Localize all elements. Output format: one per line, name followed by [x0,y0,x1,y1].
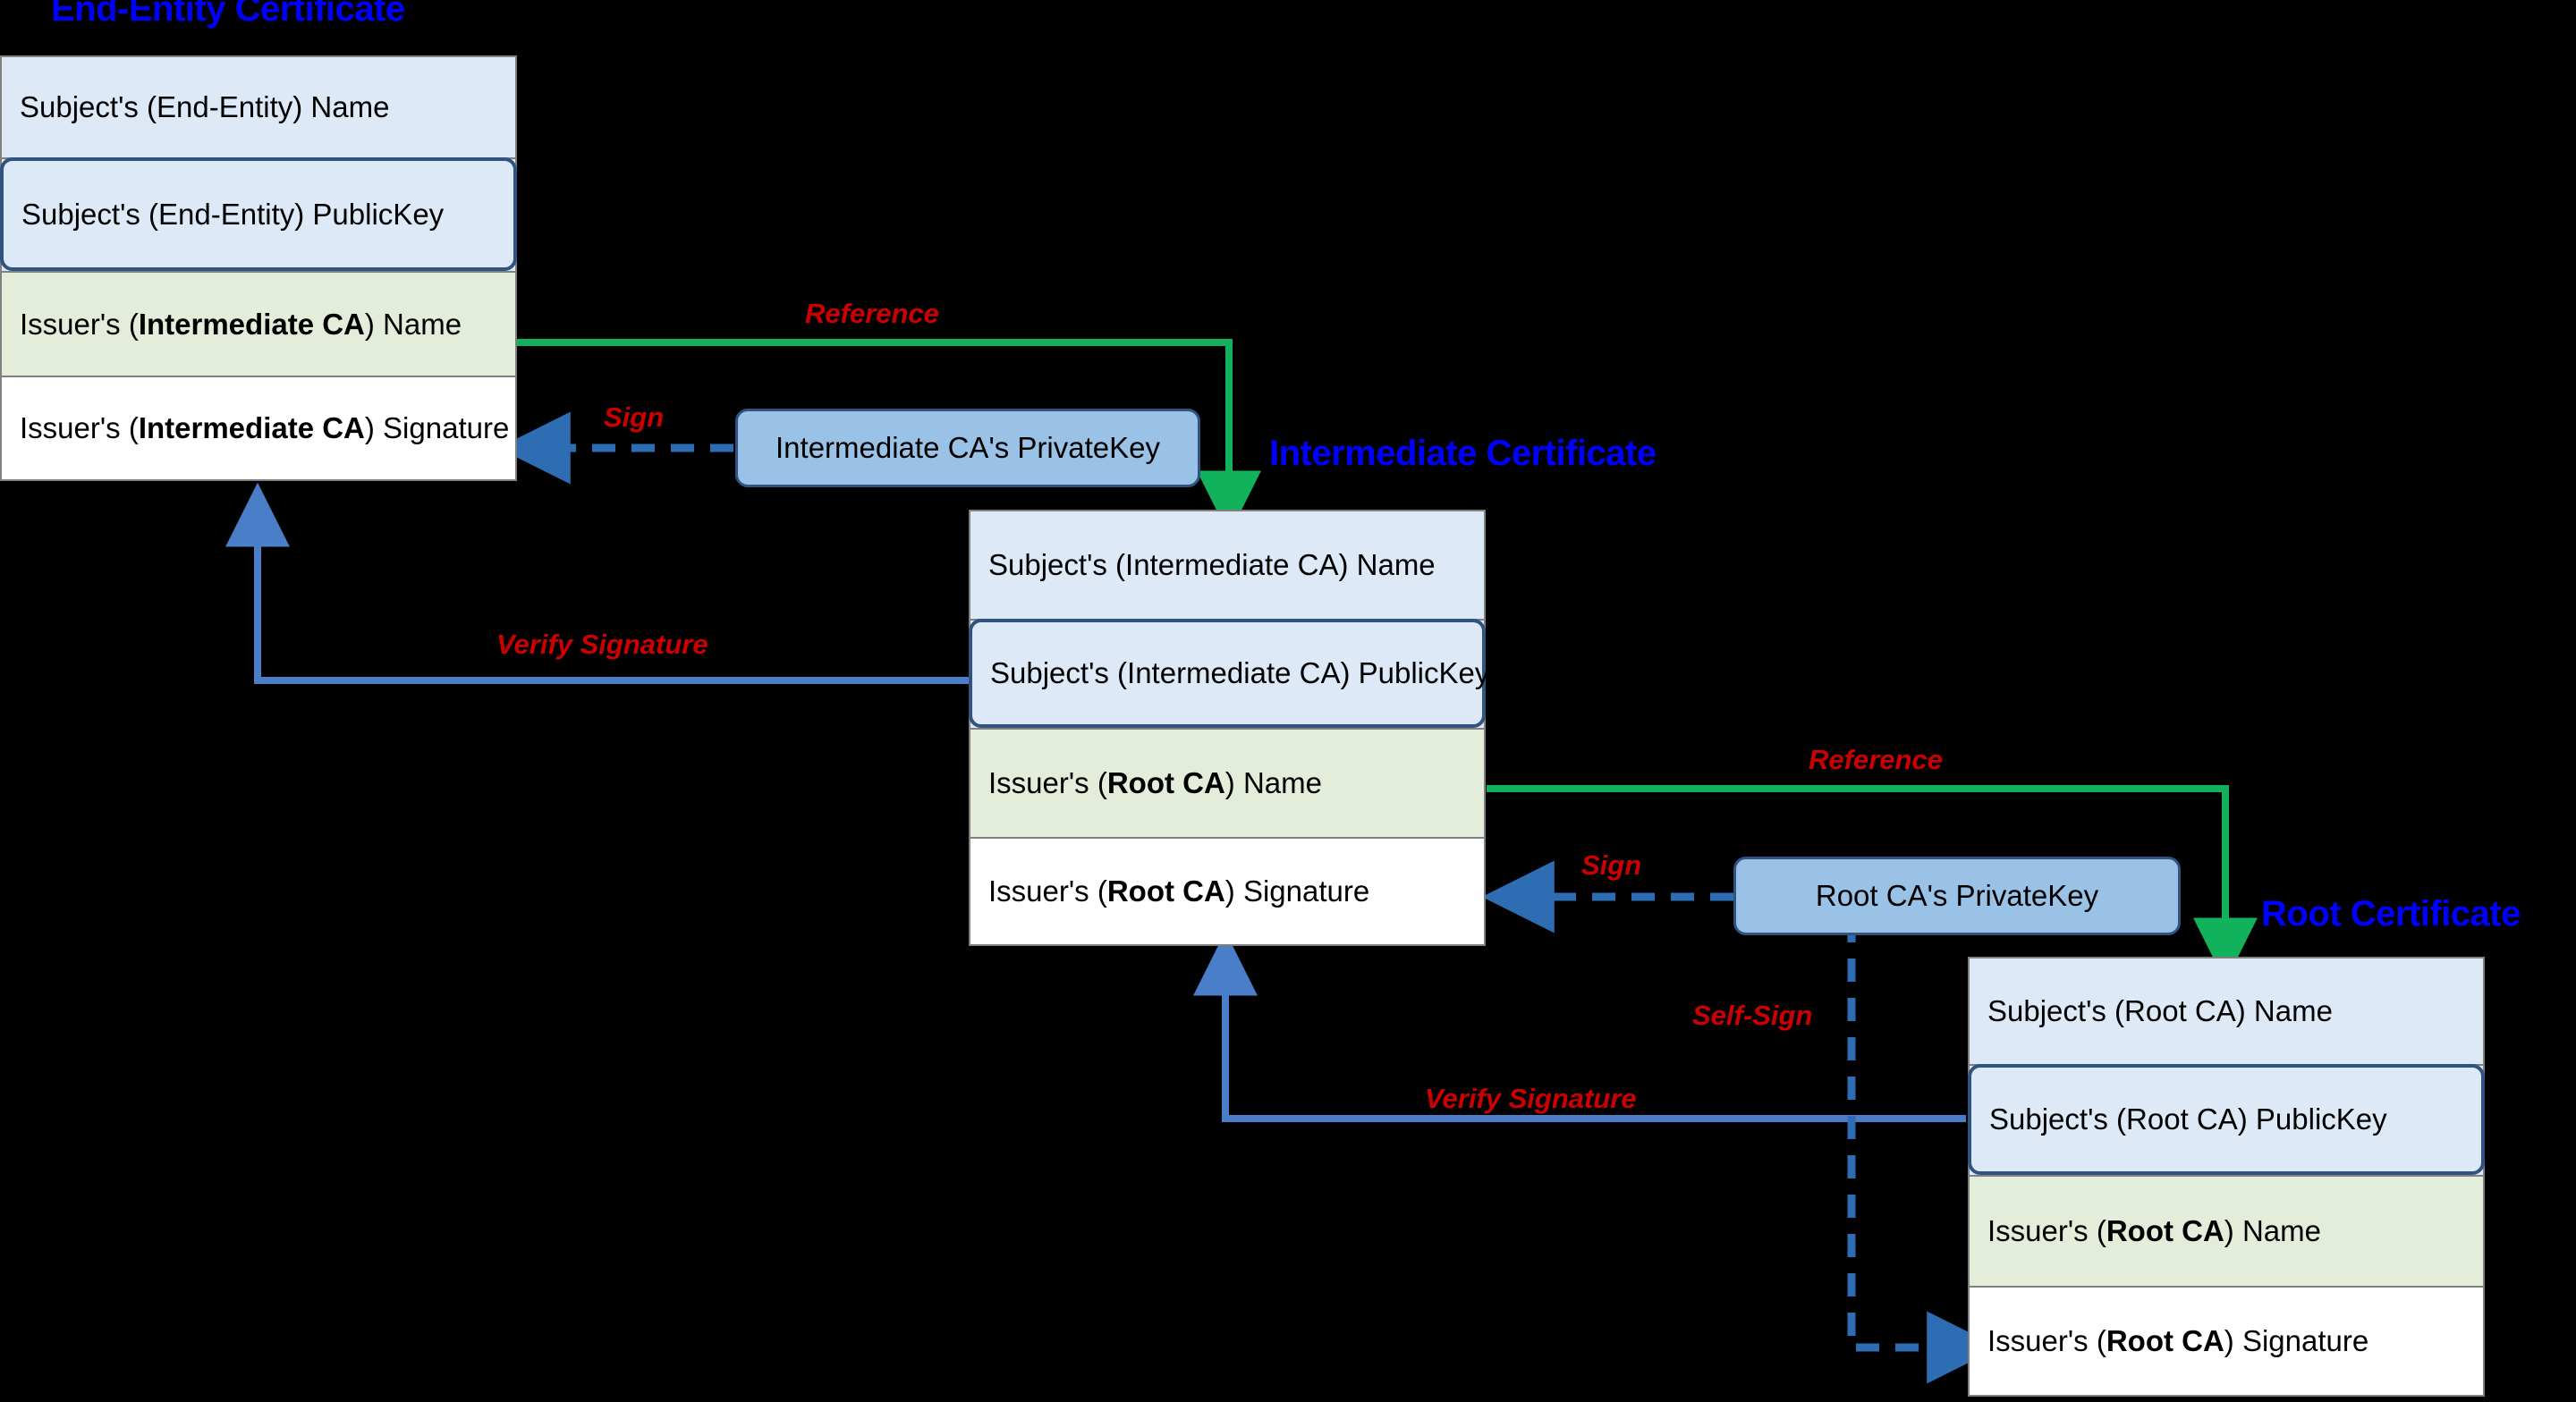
root-issuer-signature-label: Issuer's (Root CA) Signature [1987,1324,2369,1357]
end-entity-issuer-signature-label: Issuer's (Intermediate CA) Signature [20,411,510,444]
end-entity-subject-name-label: Subject's (End-Entity) Name [20,90,390,123]
edge-label-sign-root-to-int: Sign [1581,849,1642,881]
end-entity-certificate-title: End-Entity Certificate [51,0,405,29]
intermediate-issuer-name-label: Issuer's (Root CA) Name [988,766,1322,799]
intermediate-certificate-title: Intermediate Certificate [1269,434,1657,473]
root-subject-name-label: Subject's (Root CA) Name [1987,994,2333,1027]
intermediate-subject-name-row: Subject's (Intermediate CA) Name [969,510,1486,619]
root-issuer-name-label: Issuer's (Root CA) Name [1987,1214,2321,1247]
edge-label-reference-int-to-root: Reference [1809,744,1943,775]
end-entity-subject-publickey-row: Subject's (End-Entity) PublicKey [0,157,517,271]
root-certificate-table: Subject's (Root CA) Name Issuer's (Root … [1968,957,2485,1397]
intermediate-subject-publickey-row: Subject's (Intermediate CA) PublicKey [969,619,1490,728]
intermediate-ca-privatekey-box[interactable]: Intermediate CA's PrivateKey [735,409,1200,487]
root-ca-privatekey-label: Root CA's PrivateKey [1815,879,2099,912]
root-issuer-name-row: Issuer's (Root CA) Name [1968,1175,2485,1286]
intermediate-issuer-signature-row: Issuer's (Root CA) Signature [969,837,1486,946]
intermediate-ca-privatekey-label: Intermediate CA's PrivateKey [775,431,1160,464]
end-entity-issuer-signature-row: Issuer's (Intermediate CA) Signature [0,376,517,481]
intermediate-subject-publickey-label: Subject's (Intermediate CA) PublicKey [990,656,1490,689]
edge-self-sign-root [1847,919,2000,1384]
end-entity-issuer-name-label: Issuer's (Intermediate CA) Name [20,307,462,341]
end-entity-issuer-name-row: Issuer's (Intermediate CA) Name [0,271,517,376]
root-ca-privatekey-box[interactable]: Root CA's PrivateKey [1733,857,2181,935]
edge-label-verify-int-to-ee: Verify Signature [496,629,708,660]
end-entity-subject-name-row: Subject's (End-Entity) Name [0,55,517,157]
edge-label-sign-int-to-ee: Sign [604,401,665,433]
root-issuer-signature-row: Issuer's (Root CA) Signature [1968,1286,2485,1397]
root-subject-publickey-label: Subject's (Root CA) PublicKey [1989,1102,2387,1136]
intermediate-issuer-signature-label: Issuer's (Root CA) Signature [988,874,1370,908]
edge-label-self-sign-root: Self-Sign [1692,1000,1813,1031]
intermediate-subject-name-label: Subject's (Intermediate CA) Name [988,548,1436,581]
edge-label-verify-root-to-int: Verify Signature [1425,1083,1637,1114]
end-entity-subject-publickey-label: Subject's (End-Entity) PublicKey [21,197,445,231]
edge-label-reference-ee-to-int: Reference [805,298,939,329]
root-certificate-title: Root Certificate [2261,894,2521,933]
intermediate-certificate-table: Subject's (Intermediate CA) Name Issuer'… [969,510,1486,946]
root-subject-publickey-row: Subject's (Root CA) PublicKey [1968,1064,2485,1175]
root-subject-name-row: Subject's (Root CA) Name [1968,957,2485,1064]
intermediate-issuer-name-row: Issuer's (Root CA) Name [969,728,1486,837]
